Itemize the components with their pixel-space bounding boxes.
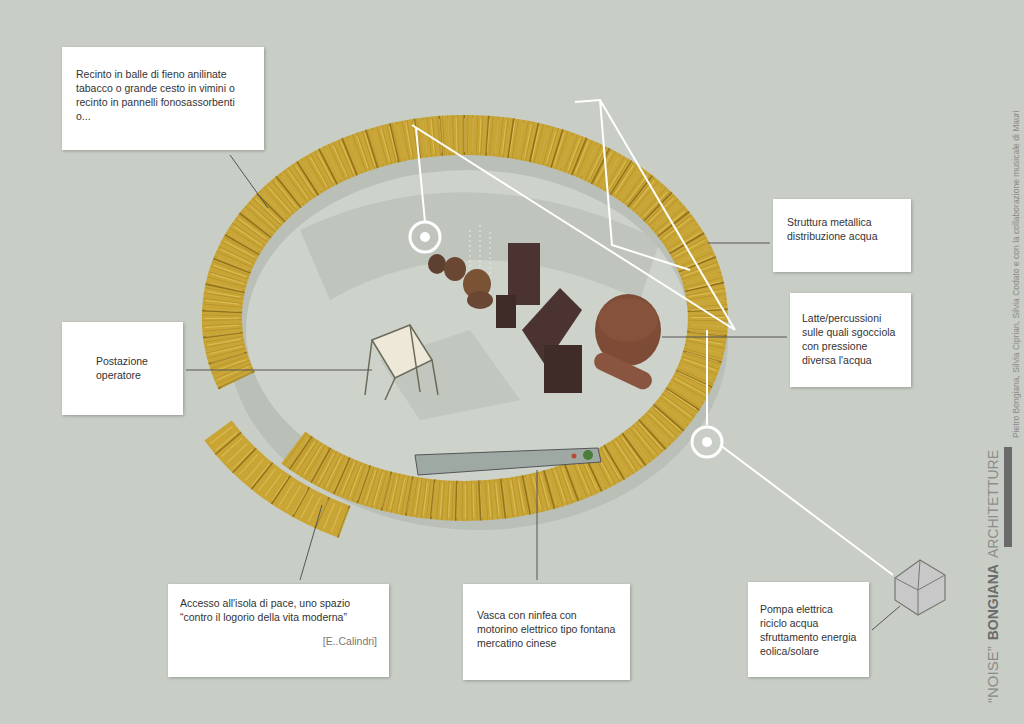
callout-text: Postazione operatore [96,354,173,382]
leader-lines [186,155,900,630]
leader-lines [662,337,787,338]
water-basin [415,448,601,475]
percussion-drums [598,298,658,342]
citation: [E..Calindri] [180,634,377,648]
leader-lines [300,505,322,580]
title-bar [1004,447,1012,547]
callout-text: Recinto in balle di fieno anilinate taba… [76,67,252,123]
title-text: BONGIANA [985,564,1001,640]
callout-text: Accesso all'isola di pace, uno spazio “c… [180,596,377,624]
percussion-drums [544,345,582,393]
callout-box: Struttura metallica distribuzione acqua [773,199,911,272]
percussion-drums [467,291,493,309]
metal-structure [692,427,722,457]
title-text: ARCHITETTURE [985,450,1001,558]
water-basin [415,448,601,475]
pump-house [895,560,945,615]
percussion-drums [496,295,516,328]
metal-structure [420,232,430,242]
leader-lines [186,370,372,371]
percussion-drums [428,243,661,393]
hay-access-wall [218,431,345,522]
title-text: “NOISE” [984,646,1001,703]
deck-chair [372,325,432,378]
percussion-drums [444,257,466,281]
hay-access-wall [218,431,345,522]
water-basin [583,450,593,460]
callout-box: Latte/percussioni sulle quali sgocciola … [790,293,911,387]
credits: Pietro Bongiana, Silvia Ciprian, Silvia … [1008,111,1022,438]
percussion-drums [428,254,446,274]
pump-house [895,560,945,615]
hay-access-wall [218,431,345,522]
callout-box: Pompa elettrica riciclo acqua sfruttamen… [748,582,869,677]
leader-lines [708,243,770,244]
credits-text: Pietro Bongiana, Silvia Ciprian, Silvia … [1011,111,1021,438]
callout-text: Struttura metallica distribuzione acqua [787,215,901,243]
pump-house [895,560,945,615]
callout-box: Postazione operatore [62,322,183,415]
hay-ring [222,135,708,501]
callout-box: Accesso all'isola di pace, uno spazio “c… [168,584,389,677]
deck-chair [365,325,438,400]
metal-structure [702,437,712,447]
deck-chair [365,325,438,400]
hay-ring [222,135,708,501]
callout-text: Vasca con ninfea con motorino elettrico … [477,608,620,650]
title-bar [1004,447,1012,547]
hay-ring [222,135,708,501]
hay-ring [222,135,708,501]
leader-lines [872,606,900,630]
leader-lines [537,470,538,580]
metal-structure [410,222,440,252]
hay-access-wall [218,431,345,522]
hay-ring [222,135,708,501]
callout-box: Vasca con ninfea con motorino elettrico … [463,584,630,680]
percussion-drums [591,350,655,393]
leader-lines [230,155,268,208]
title-group: “NOISE” BONGIANA ARCHITETTURE [984,444,1002,703]
callout-text: Pompa elettrica riciclo acqua sfruttamen… [760,602,861,658]
water-basin [572,454,577,459]
callout-box: Recinto in balle di fieno anilinate taba… [62,47,264,150]
callout-text: Latte/percussioni sulle quali sgocciola … [802,311,903,367]
